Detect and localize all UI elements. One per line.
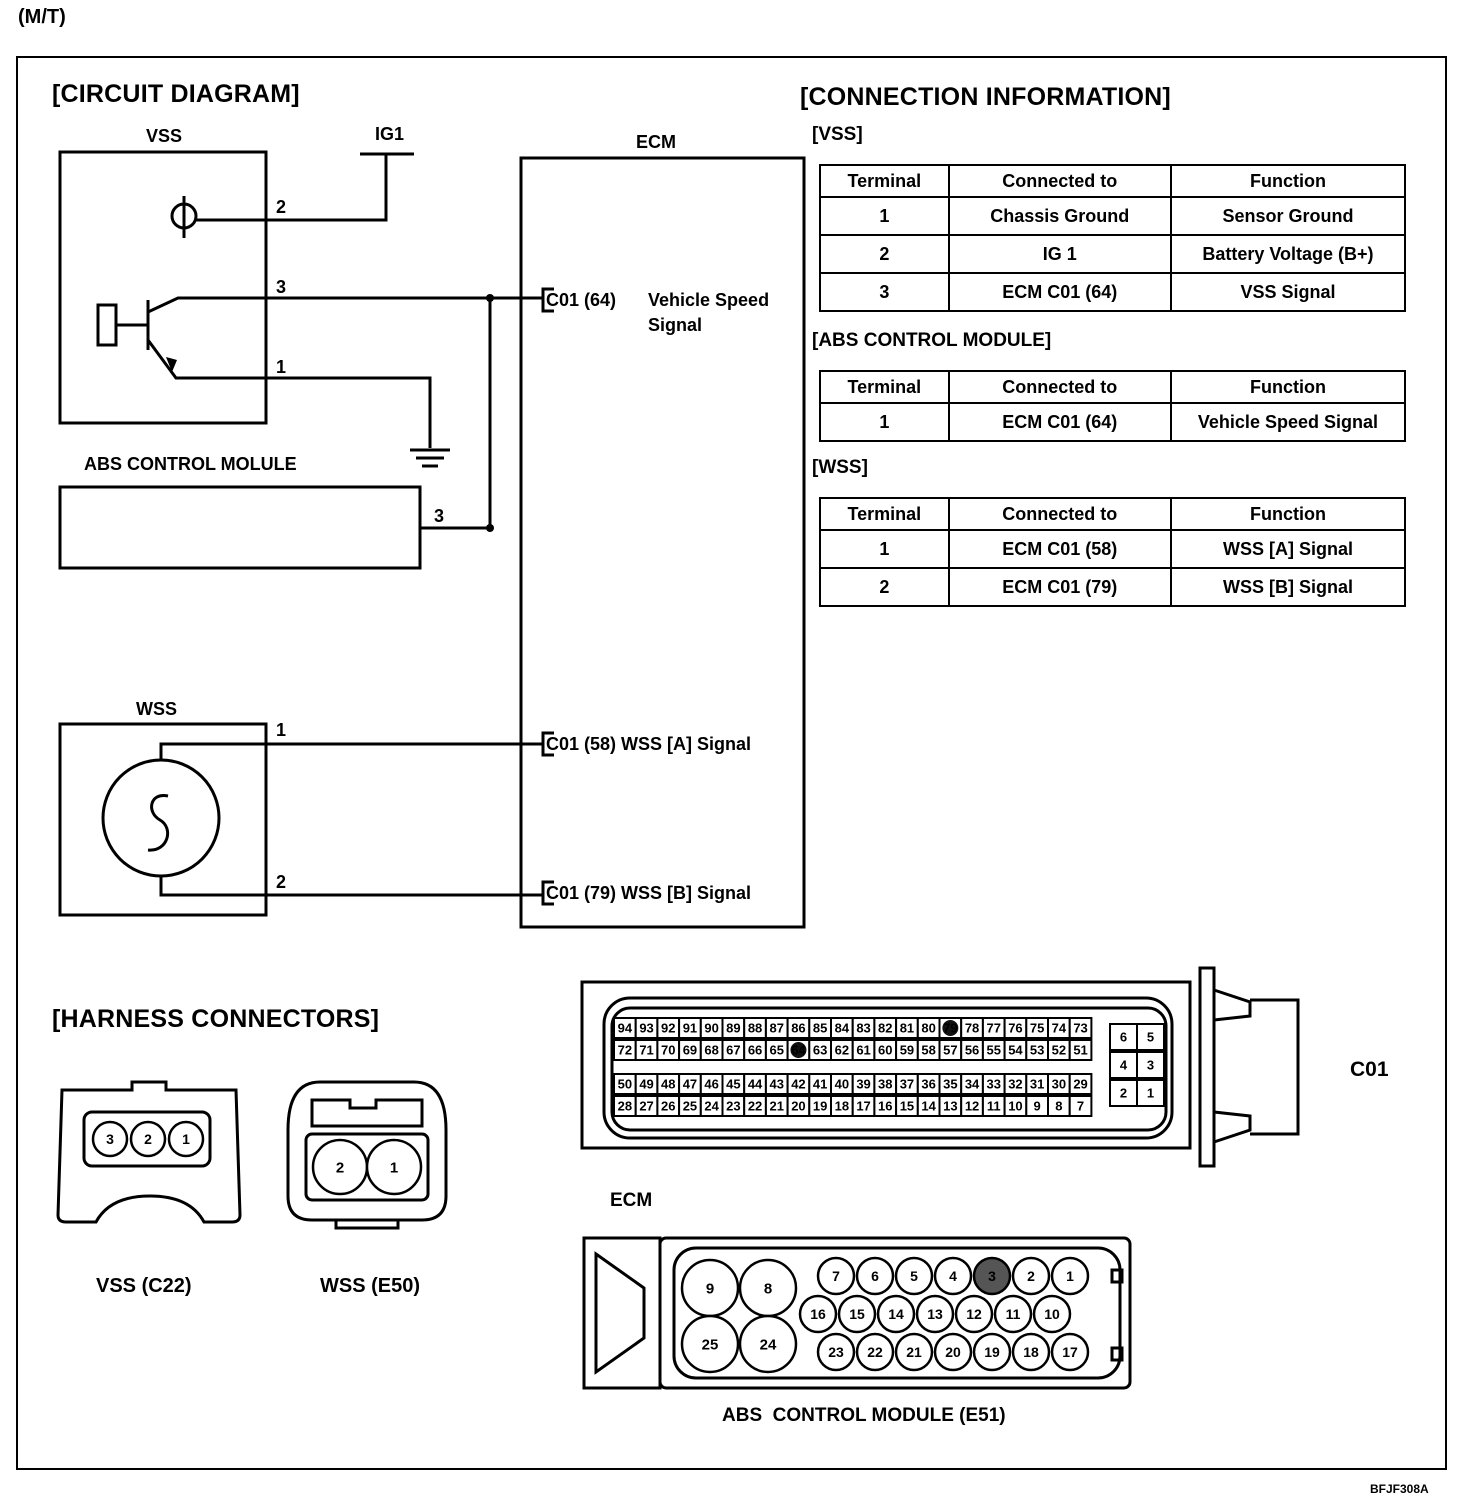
table-cell: WSS [B] Signal (1169, 567, 1407, 607)
table-cell: VSS Signal (1169, 272, 1407, 312)
ecm-connector-id: C01 (1350, 1058, 1389, 1081)
table-cell: Sensor Ground (1169, 196, 1407, 236)
abs-module-label: ABS CONTROL MOLULE (84, 454, 297, 474)
table-cell: ECM C01 (64) (947, 402, 1172, 442)
col-function: Function (1169, 370, 1407, 404)
ecm-wss-b: C01 (79) WSS [B] Signal (546, 883, 752, 903)
harness-connectors-heading: [HARNESS CONNECTORS] (52, 1005, 380, 1033)
col-connected-to: Connected to (947, 497, 1172, 531)
col-terminal: Terminal (819, 370, 950, 404)
table-cell: Battery Voltage (B+) (1169, 234, 1407, 274)
ig1-label: IG1 (375, 124, 405, 144)
col-connected-to: Connected to (947, 164, 1172, 198)
pin-wss-2: 2 (276, 872, 287, 892)
wss-table-title: [WSS] (812, 457, 868, 478)
pin-wss-1: 1 (276, 720, 287, 740)
table-cell: 1 (819, 529, 950, 569)
pin-vss-3: 3 (276, 277, 287, 297)
table-cell: IG 1 (947, 234, 1172, 274)
abs-connector-label: ABS CONTROL MODULE (E51) (722, 1405, 1006, 1426)
wss-connector-label: WSS (E50) (320, 1275, 421, 1297)
ecm-pin-vss: C01 (64) (546, 290, 617, 310)
table-cell: 3 (819, 272, 950, 312)
table-cell: ECM C01 (79) (947, 567, 1172, 607)
table-cell: WSS [A] Signal (1169, 529, 1407, 569)
table-cell: ECM C01 (64) (947, 272, 1172, 312)
circuit-diagram-heading: [CIRCUIT DIAGRAM] (52, 80, 300, 108)
abs-table-title: [ABS CONTROL MODULE] (812, 330, 1052, 351)
table-cell: 2 (819, 234, 950, 274)
ecm-label: ECM (636, 132, 676, 152)
ecm-connector-label: ECM (610, 1190, 653, 1211)
table-cell: Vehicle Speed Signal (1169, 402, 1407, 442)
wss-connection-table: Terminal Connected to Function 1 ECM C01… (819, 497, 1407, 607)
ecm-vss-signal-line2: Signal (648, 315, 703, 335)
ecm-vss-signal-line1: Vehicle Speed (648, 290, 770, 310)
col-function: Function (1169, 164, 1407, 198)
connection-info-heading: [CONNECTION INFORMATION] (800, 83, 1171, 111)
abs-connection-table: Terminal Connected to Function 1 ECM C01… (819, 370, 1407, 442)
diagram-frame (16, 56, 1447, 1470)
col-connected-to: Connected to (947, 370, 1172, 404)
ecm-wss-a: C01 (58) WSS [A] Signal (546, 734, 752, 754)
figure-code: BFJF308A (1370, 1482, 1429, 1496)
col-terminal: Terminal (819, 497, 950, 531)
table-cell: 1 (819, 402, 950, 442)
vss-connection-table: Terminal Connected to Function 1 Chassis… (819, 164, 1407, 312)
vss-table-title: [VSS] (812, 124, 863, 145)
pin-vss-2: 2 (276, 197, 287, 217)
wss-label: WSS (136, 699, 178, 719)
pin-abs-3: 3 (434, 506, 445, 526)
table-cell: 2 (819, 567, 950, 607)
col-terminal: Terminal (819, 164, 950, 198)
table-cell: ECM C01 (58) (947, 529, 1172, 569)
pin-vss-1: 1 (276, 357, 287, 377)
col-function: Function (1169, 497, 1407, 531)
vss-label: VSS (146, 126, 183, 146)
vss-connector-label: VSS (C22) (96, 1275, 192, 1297)
table-cell: 1 (819, 196, 950, 236)
table-cell: Chassis Ground (947, 196, 1172, 236)
page-title: (M/T) (18, 6, 66, 28)
